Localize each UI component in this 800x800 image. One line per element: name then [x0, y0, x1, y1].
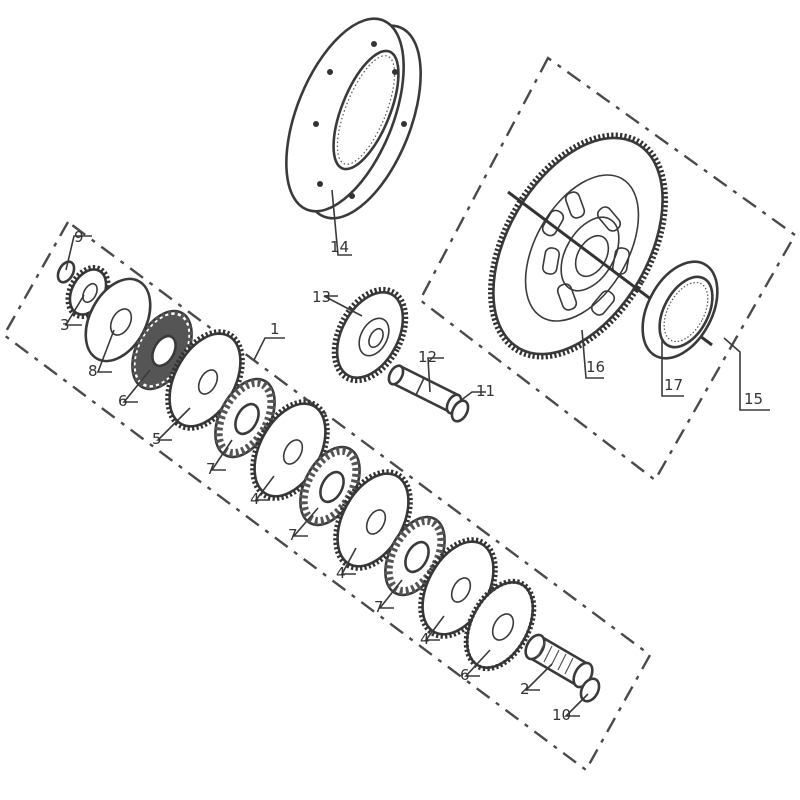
callout-6-upper: 6 — [118, 392, 128, 410]
needle-bearing-part — [641, 260, 719, 360]
snap-ring-part — [450, 399, 470, 423]
callout-5: 5 — [152, 430, 162, 448]
callout-7-c: 7 — [374, 598, 384, 616]
driven-gear-part — [487, 132, 713, 360]
callout-4-b: 4 — [336, 564, 346, 582]
callout-8: 8 — [88, 362, 98, 380]
callout-11: 11 — [476, 382, 495, 400]
callout-9: 9 — [74, 228, 84, 246]
callout-17: 17 — [664, 376, 683, 394]
callout-14: 14 — [330, 238, 349, 256]
splined-hub-part — [524, 633, 594, 689]
driven-gear-frame — [418, 56, 797, 482]
circlip-part — [56, 260, 76, 284]
callout-6-lower: 6 — [460, 666, 470, 684]
callout-labels: 1 9 3 8 6 5 7 4 7 4 7 4 6 2 10 11 12 13 … — [60, 228, 763, 724]
callout-4-a: 4 — [250, 490, 260, 508]
callout-4-c: 4 — [420, 630, 430, 648]
pin-part — [387, 364, 463, 415]
callout-10: 10 — [552, 706, 571, 724]
clutch-pack-frame — [2, 220, 652, 772]
callout-3: 3 — [60, 316, 70, 334]
callout-1: 1 — [270, 320, 280, 338]
end-washer-6 — [463, 578, 537, 672]
callout-7-a: 7 — [206, 460, 216, 478]
callout-16: 16 — [586, 358, 605, 376]
callout-7-b: 7 — [288, 526, 298, 544]
callout-15: 15 — [744, 390, 763, 408]
callout-2: 2 — [520, 680, 530, 698]
thrust-washer-part — [84, 277, 152, 363]
leader-lines — [64, 189, 770, 717]
callout-13: 13 — [312, 288, 331, 306]
small-gear-part — [331, 286, 409, 384]
friction-disc-7-a — [214, 377, 276, 459]
callout-12: 12 — [418, 348, 437, 366]
ring-flange-part — [285, 17, 422, 220]
